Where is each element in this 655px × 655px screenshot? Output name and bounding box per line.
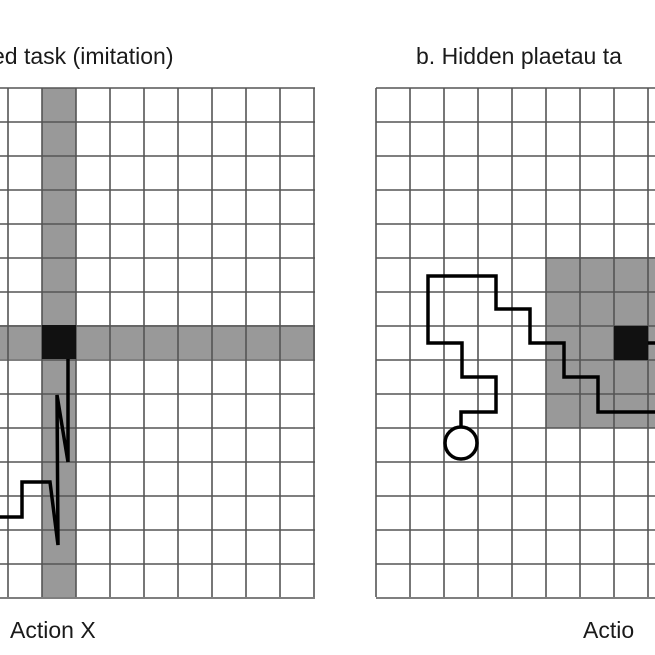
trajectory-a — [0, 359, 70, 546]
trajectory-b — [426, 274, 655, 427]
panel-b-xlabel: Actio — [583, 617, 634, 643]
grid-lines-b — [375, 87, 655, 599]
target-cell-b — [614, 326, 648, 360]
target-cell-a — [42, 325, 76, 359]
panel-a-xlabel: Action X — [10, 617, 96, 643]
panel-b-title: b. Hidden plaetau ta — [416, 43, 622, 69]
panel-b-grid — [375, 87, 655, 599]
panel-a-title: ed task (imitation) — [0, 43, 174, 69]
panel-a-grid — [0, 87, 315, 599]
start-circle — [443, 425, 479, 461]
